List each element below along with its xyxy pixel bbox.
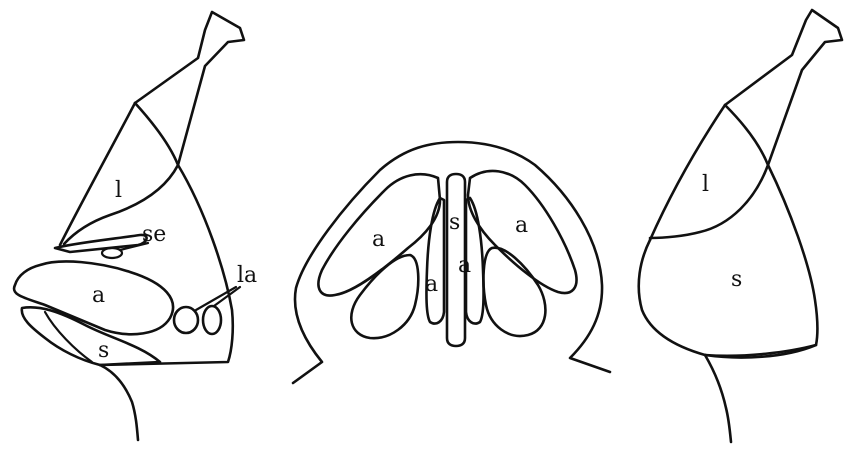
label-basal-medial-crus-right: a bbox=[458, 253, 471, 278]
nasal-bone-outline bbox=[135, 12, 244, 165]
panel-lateral-right: l s bbox=[639, 10, 842, 442]
nostril-outline bbox=[22, 307, 160, 365]
right-alar-base-line bbox=[705, 345, 816, 358]
right-upper-lip-outline bbox=[705, 355, 731, 442]
label-septal: se bbox=[142, 222, 166, 247]
right-alar-outline bbox=[639, 240, 705, 355]
label-basal-septum: s bbox=[449, 210, 460, 235]
label-basal-medial-crus-left: a bbox=[425, 272, 438, 297]
upper-lip-outline bbox=[100, 365, 138, 440]
septal-small-cartilage bbox=[102, 248, 122, 258]
right-dorsum-outline bbox=[650, 105, 725, 240]
nostril-left bbox=[351, 255, 418, 338]
panel-lateral-left: l se a la s bbox=[14, 12, 257, 440]
label-lesser-alar: la bbox=[237, 263, 257, 288]
lesser-alar-1 bbox=[174, 307, 198, 333]
label-lateral-cartilage: l bbox=[115, 178, 122, 203]
label-right-lateral-cartilage: l bbox=[702, 172, 709, 197]
label-basal-alar-right: a bbox=[515, 213, 528, 238]
label-basal-alar-left: a bbox=[372, 227, 385, 252]
dorsum-outline bbox=[60, 103, 135, 245]
right-tip-outline bbox=[705, 165, 817, 356]
label-alar: a bbox=[92, 283, 105, 308]
right-nasal-bone-outline bbox=[725, 10, 842, 165]
lesser-alar-2 bbox=[203, 306, 221, 334]
label-skin: s bbox=[98, 338, 109, 363]
panel-basal: a s a a a bbox=[293, 142, 610, 383]
basal-outer-outline bbox=[293, 142, 610, 383]
label-right-skin: s bbox=[731, 267, 742, 292]
nostril-right bbox=[484, 248, 546, 336]
